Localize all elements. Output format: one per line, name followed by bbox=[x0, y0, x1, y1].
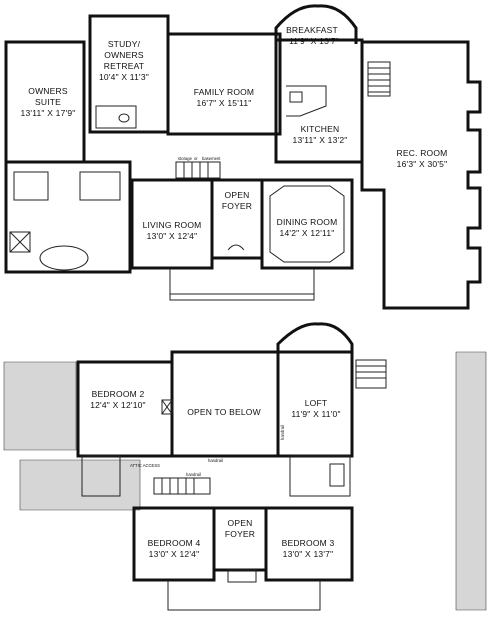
handrail-horizontal-1: handrail bbox=[208, 458, 223, 463]
front-door-swing bbox=[227, 244, 245, 251]
roof-lower-left bbox=[19, 459, 141, 511]
owners-suite-dims: 13'11" X 17'9" bbox=[21, 108, 76, 118]
storage-note-1: storage bbox=[178, 156, 193, 161]
living-room-label: LIVING ROOM bbox=[143, 220, 202, 230]
hall-bath-left bbox=[81, 455, 121, 497]
front-porch bbox=[169, 268, 315, 301]
kitchen-counter bbox=[286, 85, 327, 117]
hall-bath-right bbox=[289, 455, 351, 497]
open-to-below-label: OPEN TO BELOW bbox=[187, 407, 261, 417]
bedroom4-dims: 13'0" X 12'4" bbox=[149, 549, 200, 559]
loft-label: LOFT bbox=[305, 398, 328, 408]
upper-foyer-label-2: FOYER bbox=[225, 529, 255, 539]
open-to-below-outline bbox=[170, 350, 280, 458]
roof-right bbox=[455, 351, 487, 611]
upper-stairs bbox=[355, 359, 387, 389]
dining-room-dims: 14'2" X 12'11" bbox=[280, 228, 335, 238]
living-room-dims: 13'0" X 12'4" bbox=[147, 231, 198, 241]
bedroom4-label: BEDROOM 4 bbox=[148, 538, 201, 548]
bedroom2-label: BEDROOM 2 bbox=[92, 389, 145, 399]
roof-left bbox=[3, 361, 77, 451]
storage-note-3: basement bbox=[202, 156, 221, 161]
owners-suite-label-1: OWNERS bbox=[28, 86, 68, 96]
study-label-1: STUDY/ bbox=[108, 39, 141, 49]
attic-access-label: ATTIC ACCESS bbox=[130, 463, 160, 468]
study-label-2: OWNERS bbox=[104, 50, 144, 60]
breakfast-label: BREAKFAST bbox=[286, 25, 338, 35]
owners-bath-outline bbox=[4, 160, 132, 274]
upper-foyer-label-1: OPEN bbox=[228, 518, 253, 528]
handrail-vertical: handrail bbox=[280, 425, 285, 440]
first-floor-plan bbox=[4, 4, 482, 310]
opening-box bbox=[161, 399, 173, 415]
study-bath bbox=[95, 105, 137, 129]
foyer-label-2: FOYER bbox=[222, 201, 252, 211]
owners-suite-label-2: SUITE bbox=[35, 97, 61, 107]
bedroom3-outline bbox=[264, 506, 354, 582]
bedroom3-dims: 13'0" X 13'7" bbox=[283, 549, 334, 559]
rec-room-outline bbox=[360, 40, 482, 310]
dining-octagon-ceiling bbox=[269, 185, 345, 263]
tub-right bbox=[329, 463, 345, 487]
study-dims: 10'4" X 11'3" bbox=[99, 72, 149, 82]
upper-bay-outline bbox=[276, 322, 354, 352]
bedroom2-dims: 12'4" X 12'10" bbox=[90, 400, 146, 410]
porch-roof-outline bbox=[167, 580, 321, 611]
main-stairs bbox=[175, 161, 221, 179]
foyer-label-1: OPEN bbox=[225, 190, 250, 200]
dining-room-label: DINING ROOM bbox=[277, 217, 338, 227]
dining-room-outline bbox=[260, 178, 354, 270]
kitchen-label: KITCHEN bbox=[301, 124, 340, 134]
rec-room-stairs bbox=[367, 61, 391, 97]
bedroom3-label: BEDROOM 3 bbox=[282, 538, 335, 548]
closet-right bbox=[79, 171, 121, 201]
kitchen-dims: 13'11" X 13'2" bbox=[293, 135, 348, 145]
bathtub bbox=[39, 245, 89, 271]
breakfast-bay-outline bbox=[274, 4, 358, 44]
loft-dims: 11'9" X 11'0" bbox=[291, 409, 340, 419]
shower bbox=[9, 231, 31, 253]
family-room-dims: 16'7" X 15'11" bbox=[197, 98, 252, 108]
front-window bbox=[227, 569, 257, 583]
breakfast-dims: 11'9" X 13'7" bbox=[289, 36, 339, 46]
second-floor-labels: BEDROOM 2 12'4" X 12'10" OPEN TO BELOW L… bbox=[90, 389, 340, 559]
storage-note-2: or bbox=[194, 156, 198, 161]
family-room-outline bbox=[166, 32, 282, 136]
closet-left bbox=[13, 171, 49, 201]
rec-room-dims: 16'3" X 30'5" bbox=[397, 159, 448, 169]
study-label-3: RETREAT bbox=[104, 61, 144, 71]
rec-room-label: REC. ROOM bbox=[397, 148, 448, 158]
first-floor-labels: BREAKFAST 11'9" X 13'7" STUDY/ OWNERS RE… bbox=[21, 25, 448, 241]
handrail-horizontal-2: handrail bbox=[186, 472, 201, 477]
kitchen-sink bbox=[289, 91, 303, 103]
second-floor-plan bbox=[3, 322, 487, 611]
center-stairs bbox=[153, 477, 211, 495]
family-room-label: FAMILY ROOM bbox=[194, 87, 254, 97]
